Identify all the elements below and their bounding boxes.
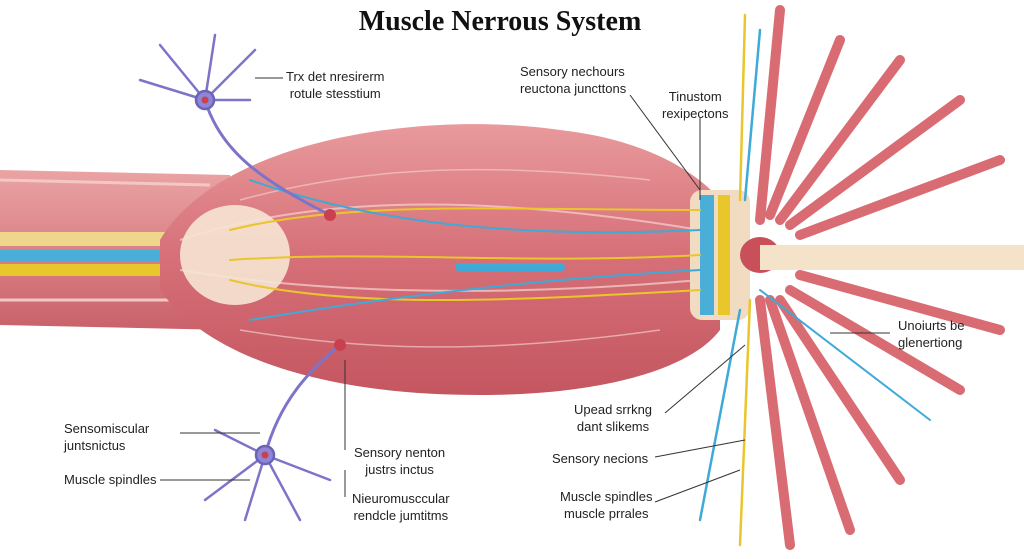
- label-top-center-line2: rotule stesstium: [289, 86, 381, 101]
- label-sensory-nechours-line2: reuctona juncttons: [520, 81, 627, 96]
- label-sensomiscular-line1: Sensomiscular: [64, 421, 150, 436]
- label-upead-srrkng: Upead srrkng dant slikems: [574, 401, 652, 435]
- label-sensory-nenton-line2: justrs inctus: [365, 462, 434, 477]
- right-radiating-fibers: [698, 5, 1005, 550]
- label-sensory-nenton: Sensory nenton justrs inctus: [354, 444, 445, 478]
- label-unoiurts-line1: Unoiurts be: [898, 318, 965, 333]
- right-tendon-hub: [690, 190, 1024, 320]
- label-muscle-spindles-right: Muscle spindles muscle prrales: [560, 488, 653, 522]
- label-top-center: Trx det nresirerm rotule stesstium: [286, 68, 384, 102]
- label-tinustom-line1: Tinustom: [668, 89, 722, 104]
- label-muscle-spindles-right-line1: Muscle spindles: [560, 489, 653, 504]
- label-top-center-line1: Trx det nresirerm: [286, 69, 385, 84]
- label-nieuromusccular-line1: Nieuromusccular: [352, 491, 450, 506]
- label-nieuromusccular-line2: rendcle jumtitms: [353, 508, 449, 523]
- label-muscle-spindles-left: Muscle spindles: [64, 472, 157, 487]
- label-sensory-nechours-line1: Sensory nechours: [520, 64, 625, 79]
- diagram-title: Muscle Nerrous System: [358, 6, 642, 37]
- label-nieuromusccular: Nieuromusccular rendcle jumtitms: [352, 490, 450, 524]
- neuron-bottom-left: [203, 339, 346, 522]
- label-unoiurts-line2: glenertiong: [898, 335, 963, 350]
- label-sensory-nechours: Sensory nechours reuctona juncttons: [520, 63, 626, 97]
- label-muscle-spindles-right-line2: muscle prrales: [563, 506, 649, 521]
- label-tinustom-line2: rexipectons: [662, 106, 729, 121]
- label-sensomiscular-line2: juntsnictus: [64, 438, 126, 453]
- label-sensory-nenton-line1: Sensory nenton: [354, 445, 446, 460]
- label-upead-srrkng-line1: Upead srrkng: [574, 402, 653, 417]
- label-unoiurts: Unoiurts be glenertiong: [898, 317, 964, 351]
- leader-lines: [160, 77, 890, 503]
- label-upead-srrkng-line2: dant slikems: [576, 419, 650, 434]
- label-sensomiscular: Sensomiscular juntsnictus: [64, 420, 149, 454]
- label-tinustom: Tinustom rexipectons: [662, 88, 728, 122]
- neuron-top-left: [138, 33, 336, 221]
- nerve-fibers: [229, 179, 701, 321]
- label-sensory-necions: Sensory necions: [552, 451, 649, 466]
